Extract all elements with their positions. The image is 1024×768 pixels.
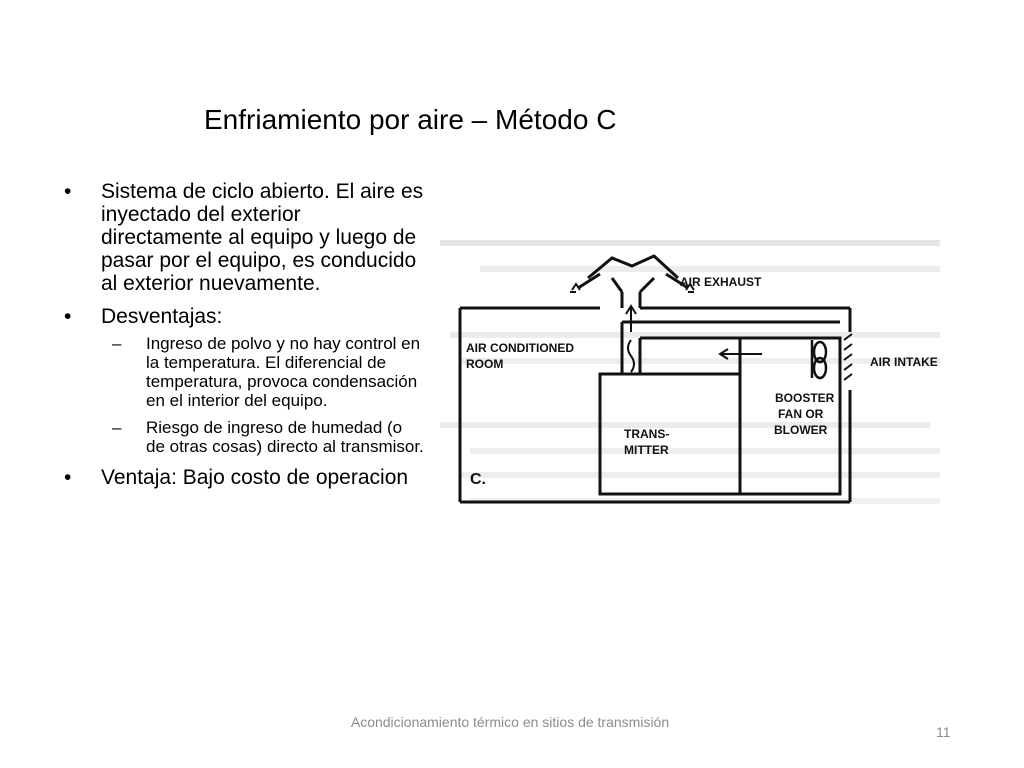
fan-icon — [810, 340, 828, 380]
subbullet-list: – Ingreso de polvo y no hay control en l… — [101, 334, 424, 456]
room-label: ROOM — [466, 357, 503, 371]
figure-letter: C. — [470, 471, 486, 488]
bullet-symbol: • — [64, 466, 72, 489]
bullet-item: • Ventaja: Bajo costo de operacion — [64, 466, 424, 489]
exhaust-hood — [577, 254, 689, 294]
footer-text: Acondicionamiento térmico en sitios de t… — [350, 714, 670, 730]
dash-symbol: – — [112, 418, 122, 437]
bullet-text: Ventaja: Bajo costo de operacion — [101, 466, 409, 489]
booster-label: BOOSTER — [775, 391, 835, 405]
bullet-symbol: • — [64, 180, 72, 203]
subbullet-text: Riesgo de ingreso de humedad (o de otras… — [146, 418, 424, 456]
airflow-up-arrow — [625, 304, 637, 373]
subbullet-item: – Ingreso de polvo y no hay control en l… — [64, 334, 424, 410]
airflow-left-arrow — [718, 348, 762, 360]
dash-symbol: – — [112, 334, 122, 353]
air-exhaust-label: AIR EXHAUST — [680, 275, 762, 289]
bullet-symbol: • — [64, 305, 72, 328]
air-intake-label: AIR INTAKE — [870, 355, 938, 369]
exhaust-arrows — [570, 282, 695, 293]
slide-title: Enfriamiento por aire – Método C — [204, 104, 617, 135]
subbullet-text: Ingreso de polvo y no hay control en la … — [146, 334, 421, 410]
intake-grille — [843, 333, 853, 381]
building-outline — [458, 292, 852, 504]
blower-label: BLOWER — [774, 423, 828, 437]
transmitter-label-2: MITTER — [624, 443, 669, 457]
bullet-text: Sistema de ciclo abierto. El aire es iny… — [101, 180, 424, 295]
bullet-text: Desventajas: — [101, 305, 223, 328]
fan-or-label: FAN OR — [778, 407, 824, 421]
air-conditioned-label: AIR CONDITIONED — [466, 341, 574, 355]
subbullet-item: – Riesgo de ingreso de humedad (o de otr… — [64, 418, 424, 456]
transmitter-label-1: TRANS- — [624, 427, 669, 441]
bullet-item: • Sistema de ciclo abierto. El aire es i… — [64, 180, 424, 295]
bullet-list: • Sistema de ciclo abierto. El aire es i… — [64, 180, 424, 499]
cooling-diagram: AIR EXHAUST AIR CONDITIONED ROOM AIR INT… — [440, 240, 940, 504]
page-number: 11 — [936, 724, 951, 740]
bullet-item: • Desventajas: – Ingreso de polvo y no h… — [64, 305, 424, 456]
